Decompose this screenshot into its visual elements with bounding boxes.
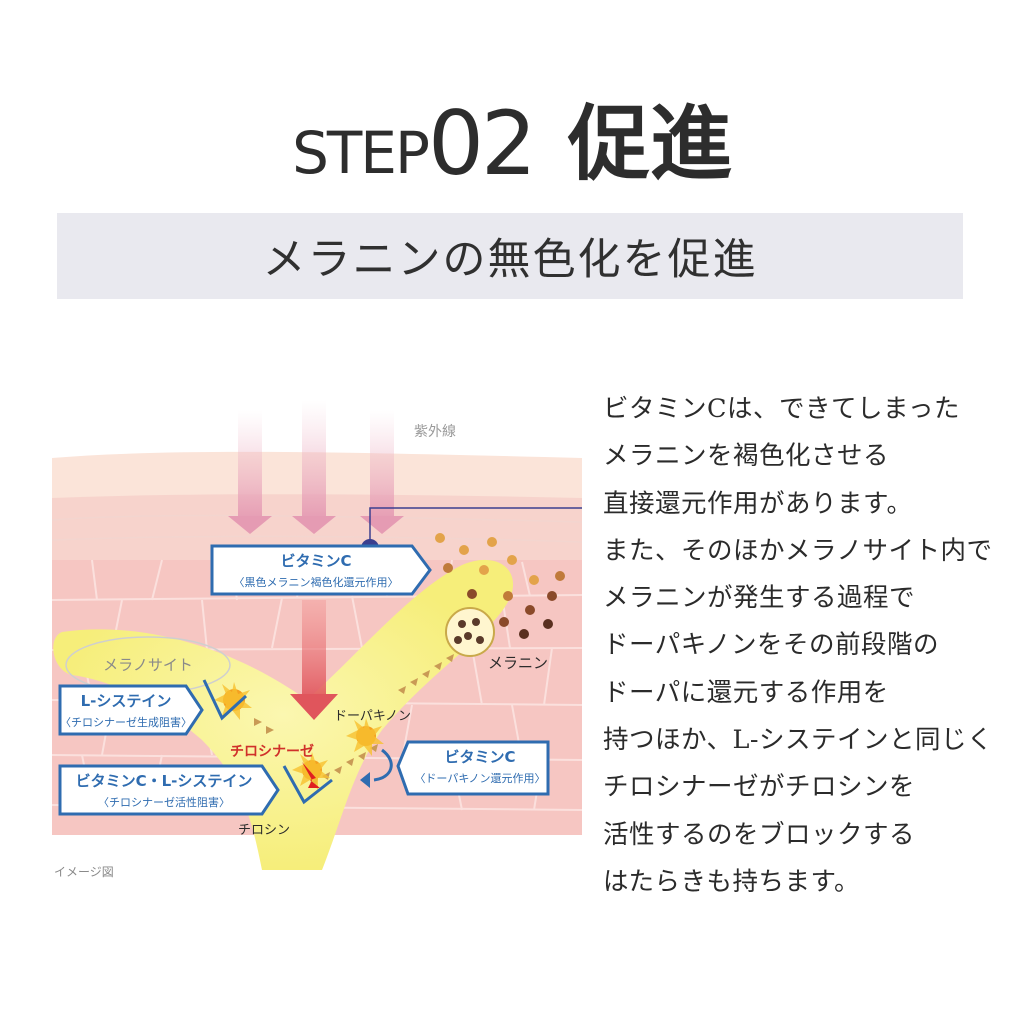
body-line: ドーパキノンをその前段階の (603, 630, 939, 661)
reaction-burst-center (292, 752, 330, 790)
melanin-diagram: 紫外線 メラノサイト メラニン (52, 400, 582, 900)
body-line: チロシナーゼがチロシンを (603, 772, 916, 803)
body-line: また、そのほかメラノサイト内で (603, 535, 993, 566)
callout-vitc-right-note: 〈ドーパキノン還元作用〉 (414, 772, 545, 785)
reaction-burst-right (346, 718, 384, 756)
body-line: 持つほか、L-システインと同じく (603, 725, 994, 756)
reduction-arrow (373, 748, 393, 782)
tyrosine-label: チロシン (238, 823, 290, 838)
tyrosinase-label: チロシナーゼ (230, 743, 314, 760)
body-line: メラニンが発生する過程で (603, 583, 916, 614)
step-label: STEP (292, 119, 430, 187)
callout-vitc-lcys: ビタミンC・L-システイン 〈チロシナーゼ活性阻害〉 (58, 764, 280, 816)
melanosome (445, 607, 495, 657)
melanin-dots (435, 533, 565, 639)
body-line: 活性するのをブロックする (603, 819, 916, 850)
uv-label: 紫外線 (414, 424, 456, 440)
subtitle-band: メラニンの無色化を促進 (57, 213, 963, 299)
step-heading: STEP 02 促進 (0, 92, 1024, 202)
callout-vitc-top-note: 〈黒色メラニン褐色化還元作用〉 (234, 575, 399, 589)
melanocyte-label: メラノサイト (103, 656, 193, 674)
melanin-label: メラニン (488, 654, 548, 672)
callout-vitc-right-title: ビタミンC (444, 748, 515, 766)
step-word: 促進 (567, 97, 732, 192)
pathway-arrow (302, 600, 326, 696)
callout-vitc-lcys-title: ビタミンC・L-システイン (76, 772, 253, 790)
uv-arrows (228, 400, 404, 534)
callout-lcys: L-システイン 〈チロシナーゼ生成阻害〉 (58, 684, 204, 736)
body-text: ビタミンCは、できてしまった メラニンを褐色化させる 直接還元作用があります。 … (603, 386, 1013, 906)
image-caption: イメージ図 (54, 865, 114, 879)
body-line: メラニンを褐色化させる (603, 441, 890, 472)
blocker-lcys (202, 679, 248, 721)
callout-vitc-lcys-note: 〈チロシナーゼ活性阻害〉 (98, 795, 230, 809)
body-line: はたらきも持ちます。 (603, 866, 860, 897)
callout-vitc-top: ビタミンC 〈黒色メラニン褐色化還元作用〉 (210, 544, 432, 596)
callout-lcys-note: 〈チロシナーゼ生成阻害〉 (60, 715, 192, 729)
dopaquinone-label: ドーパキノン (334, 709, 411, 724)
callout-vitc-right: ビタミンC 〈ドーパキノン還元作用〉 (396, 740, 550, 796)
callout-vitc-top-title: ビタミンC (280, 552, 351, 570)
body-line: ビタミンCは、できてしまった (603, 394, 960, 424)
blocker-tyrosinase (282, 765, 333, 805)
step-number: 02 (427, 92, 537, 195)
body-line: ドーパに還元する作用を (603, 677, 889, 708)
body-line: 直接還元作用があります。 (603, 488, 913, 519)
reaction-burst-left (214, 682, 252, 720)
subtitle: メラニンの無色化を促進 (262, 235, 758, 285)
callout-lcys-title: L-システイン (81, 692, 172, 710)
diagram-svg: 紫外線 メラノサイト メラニン (52, 400, 582, 879)
